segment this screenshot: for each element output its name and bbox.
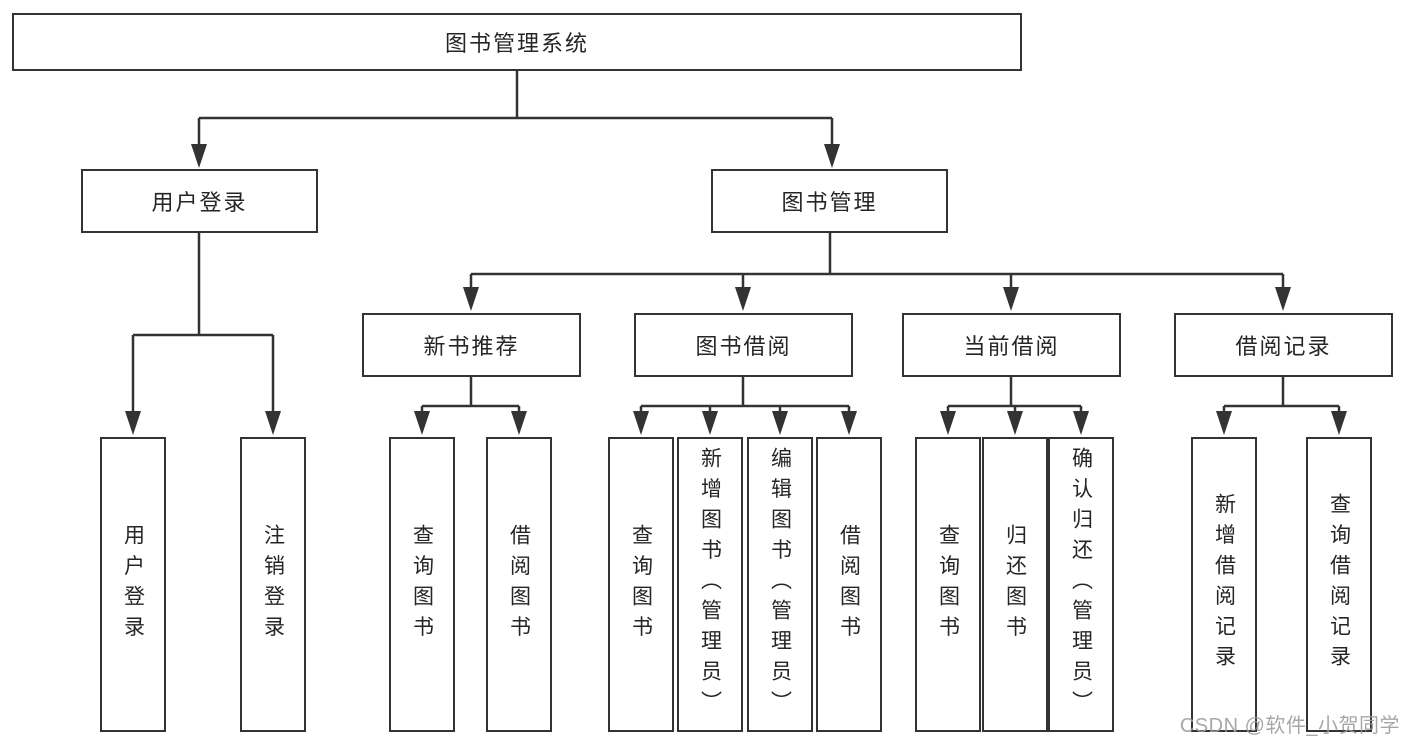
leaf-current-query: 查询图书 <box>915 437 981 732</box>
leaf-label: 编辑图书（管理员） <box>768 447 792 722</box>
node-label: 用户登录 <box>151 190 248 215</box>
leaf-borrow-borrow: 借阅图书 <box>816 437 882 732</box>
connector-root-to-level2 <box>191 70 840 168</box>
leaf-label: 新增图书（管理员） <box>698 447 722 722</box>
node-borrow-record: 借阅记录 <box>1174 313 1393 377</box>
arrowhead <box>265 411 281 435</box>
leaf-label: 借阅图书 <box>507 523 531 646</box>
leaf-label: 查询图书 <box>410 523 434 646</box>
leaf-label: 注销登录 <box>261 523 285 646</box>
connector-currentborrow-to-leaves <box>940 377 1089 435</box>
leaf-label: 归还图书 <box>1003 523 1027 646</box>
connector-borrowrecord-to-leaves <box>1216 377 1347 435</box>
connector-bookmgmt-to-level3 <box>463 233 1291 311</box>
node-label: 借阅记录 <box>1235 334 1332 359</box>
leaf-label: 查询图书 <box>629 523 653 646</box>
arrowhead <box>735 287 751 311</box>
leaf-label: 用户登录 <box>121 523 145 646</box>
arrowhead <box>1007 411 1023 435</box>
arrowhead <box>1216 411 1232 435</box>
arrowhead <box>1003 287 1019 311</box>
leaf-label: 确认归还（管理员） <box>1069 447 1093 722</box>
connector-newbook-to-leaves <box>414 377 527 435</box>
node-label: 当前借阅 <box>963 334 1060 359</box>
arrowhead <box>1275 287 1291 311</box>
arrowhead <box>1073 411 1089 435</box>
node-book-borrow: 图书借阅 <box>634 313 853 377</box>
node-book-management: 图书管理 <box>711 169 948 233</box>
leaf-user-login: 用户登录 <box>100 437 166 732</box>
leaf-borrow-query: 查询图书 <box>608 437 674 732</box>
arrowhead <box>772 411 788 435</box>
leaf-label: 查询借阅记录 <box>1327 493 1351 676</box>
arrowhead <box>940 411 956 435</box>
csdn-watermark: CSDN @软件_小贺同学 <box>1179 715 1400 737</box>
leaf-newbook-query: 查询图书 <box>389 437 455 732</box>
node-current-borrow: 当前借阅 <box>902 313 1121 377</box>
arrowhead <box>702 411 718 435</box>
leaf-label: 新增借阅记录 <box>1212 493 1236 676</box>
leaf-record-query: 查询借阅记录 <box>1306 437 1372 732</box>
leaf-record-add: 新增借阅记录 <box>1191 437 1257 732</box>
node-user-login: 用户登录 <box>81 169 318 233</box>
arrowhead <box>463 287 479 311</box>
leaf-current-return: 归还图书 <box>982 437 1048 732</box>
node-label: 图书管理系统 <box>444 31 589 56</box>
connector-userlogin-to-leaves <box>125 233 281 435</box>
leaf-newbook-borrow: 借阅图书 <box>486 437 552 732</box>
arrowhead <box>414 411 430 435</box>
connector-bookborrow-to-leaves <box>633 377 857 435</box>
arrowhead <box>191 144 207 168</box>
node-label: 图书借阅 <box>695 334 792 359</box>
leaf-label: 查询图书 <box>936 523 960 646</box>
arrowhead <box>511 411 527 435</box>
node-new-book-recommend: 新书推荐 <box>362 313 581 377</box>
node-label: 图书管理 <box>781 190 878 215</box>
leaf-current-confirm-admin: 确认归还（管理员） <box>1048 437 1114 732</box>
leaf-borrow-add-admin: 新增图书（管理员） <box>677 437 743 732</box>
arrowhead <box>125 411 141 435</box>
node-label: 新书推荐 <box>423 334 520 359</box>
node-root-system: 图书管理系统 <box>12 13 1022 71</box>
leaf-user-logout: 注销登录 <box>240 437 306 732</box>
leaf-borrow-edit-admin: 编辑图书（管理员） <box>747 437 813 732</box>
leaf-label: 借阅图书 <box>837 523 861 646</box>
arrowhead <box>1331 411 1347 435</box>
arrowhead <box>824 144 840 168</box>
arrowhead <box>841 411 857 435</box>
arrowhead <box>633 411 649 435</box>
